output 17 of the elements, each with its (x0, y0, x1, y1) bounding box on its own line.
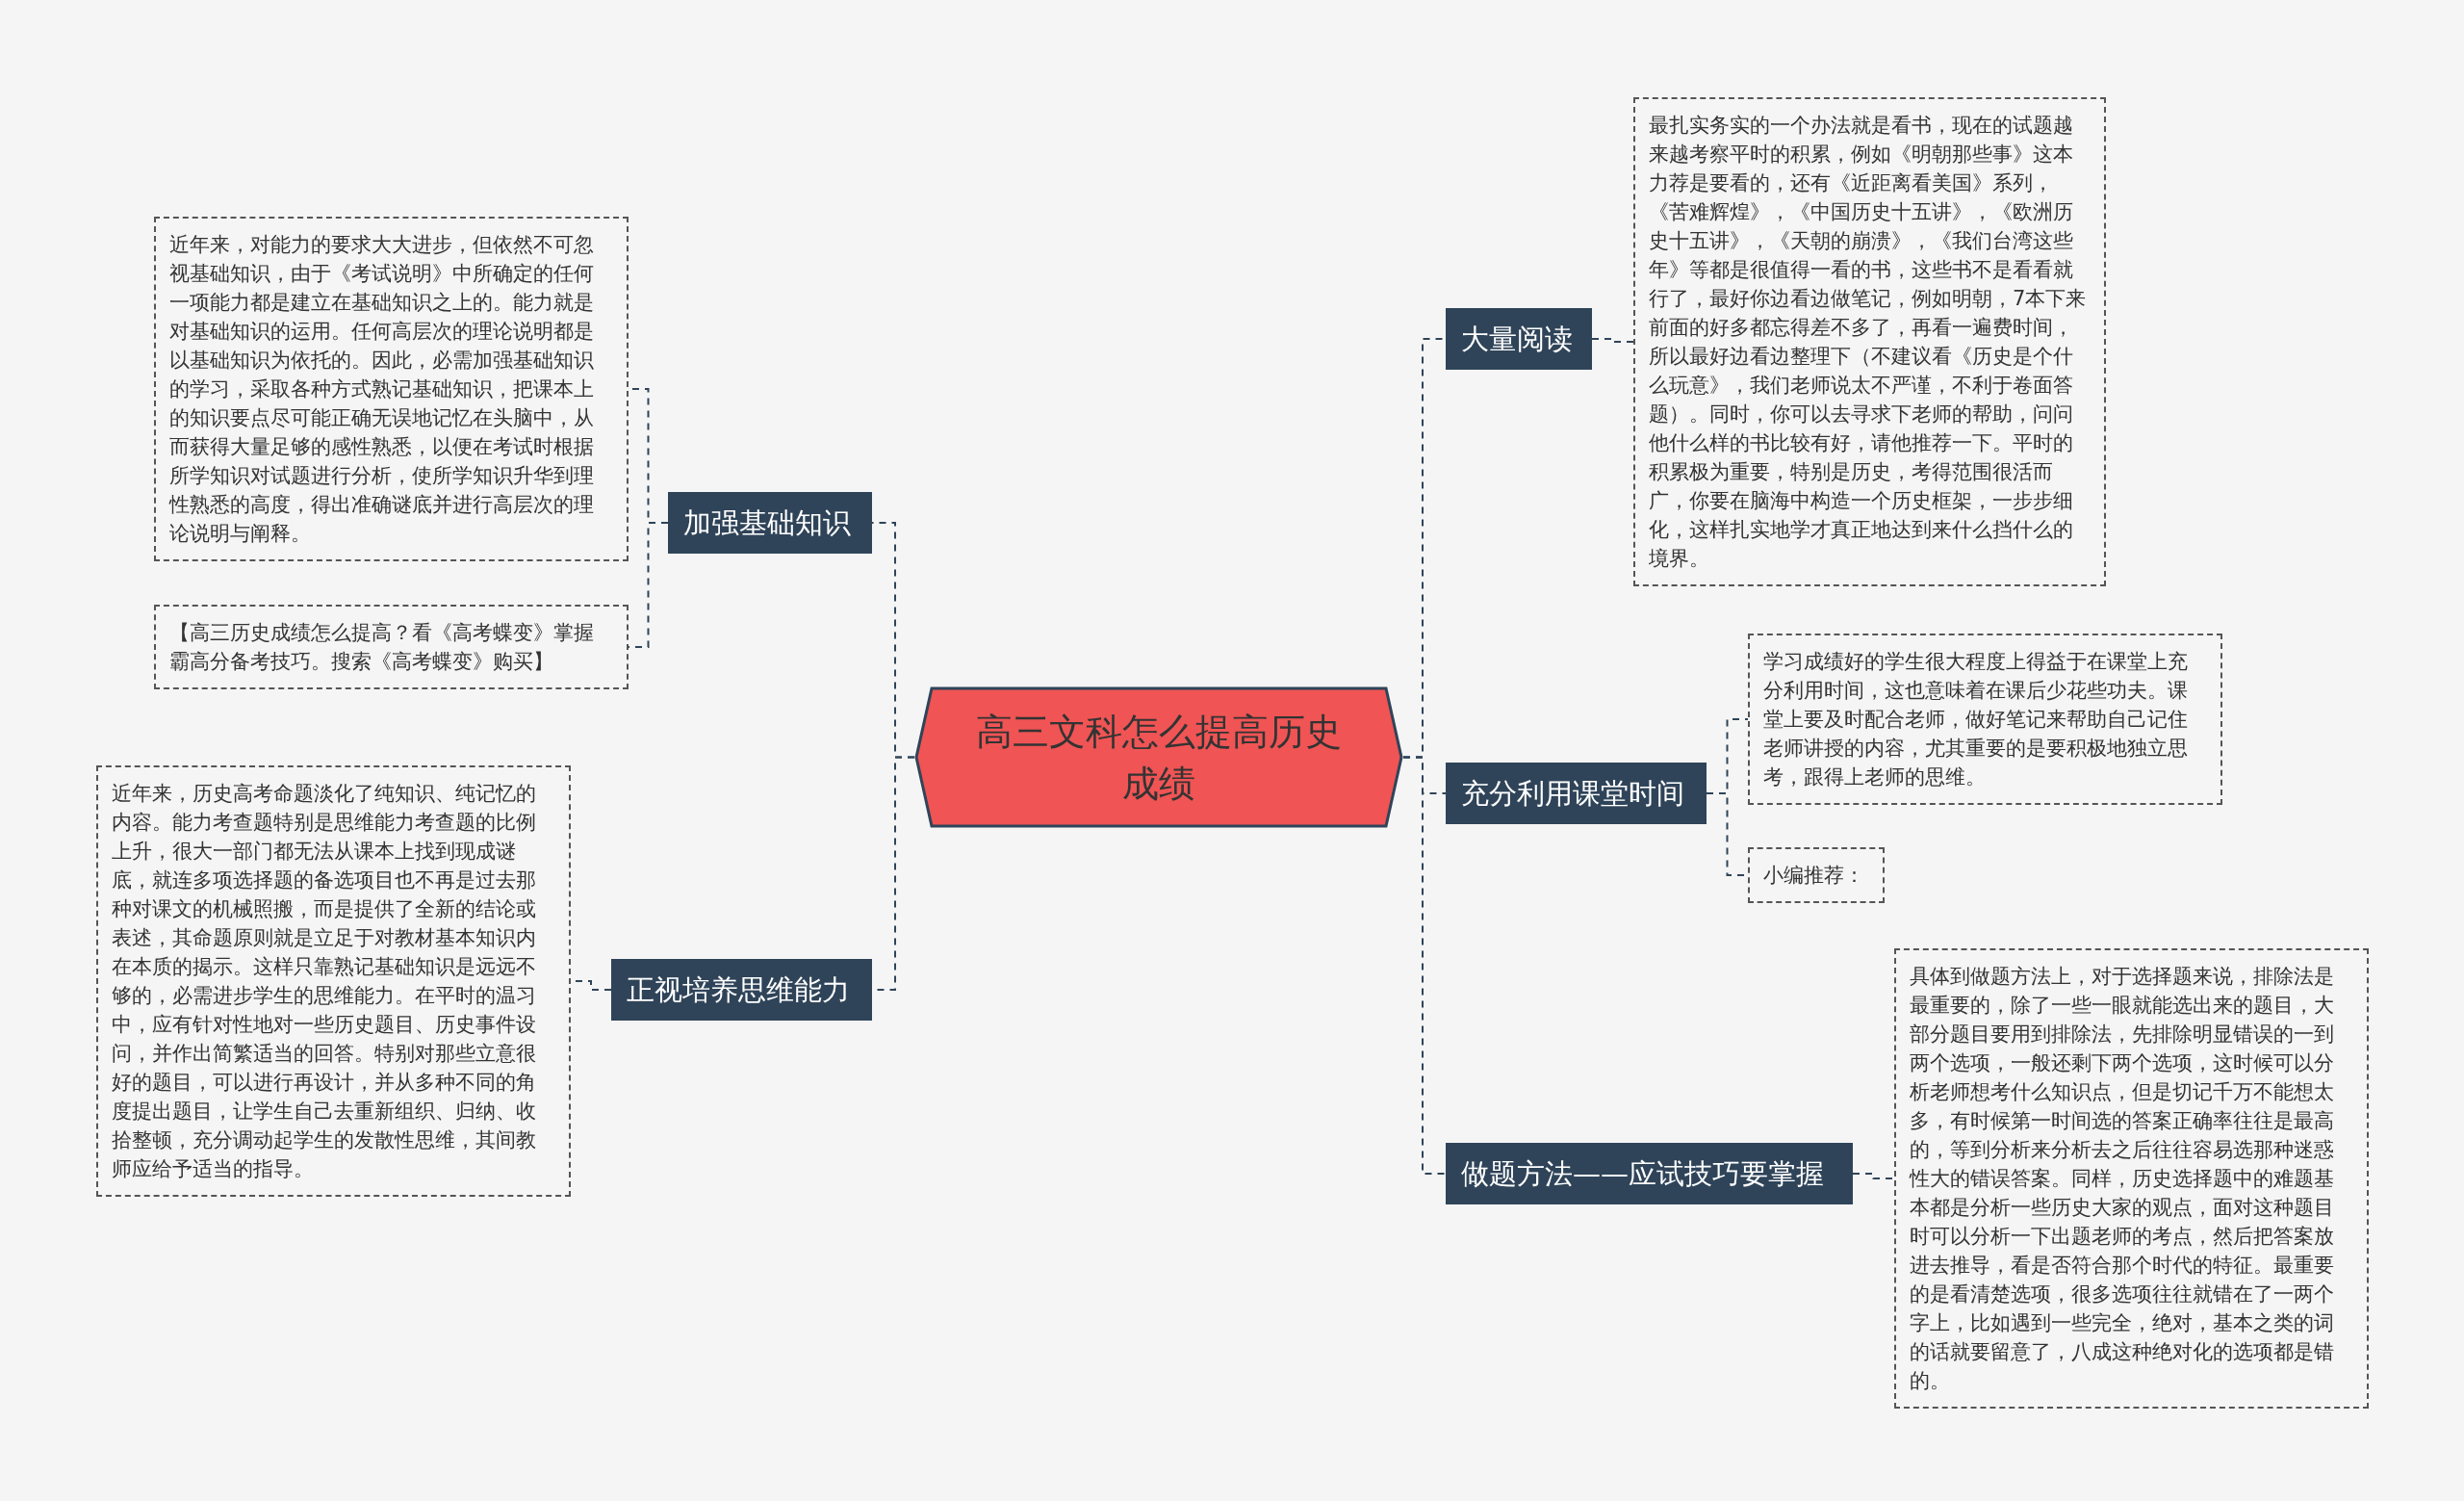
connector-line (1852, 1173, 1895, 1179)
connector-line (628, 522, 669, 648)
note-box: 近年来，历史高考命题淡化了纯知识、纯记忆的内容。能力考查题特别是思维能力考查题的比例上升，很大一部门都无法从课本上找到现成谜底，就连多项选择题的备选项目也不再是过去那种对课文的机械照搬，而是提供了全新的结论或表述，其命题原则就是立足于对教材基本知识内在本质的揭示。这样只靠熟记基础知识是远远不够的，必需进步学生的思维能力。在平时的温习中，应有针对性地对一些历史题目、历史事件设问，并作出简繁适当的回答。特别对那些立意很好的题目，可以进行再设计，并从多种不同的角度提出题目，让学生自己去重新组织、归纳、收拾整顿，充分调动起学生的发散性思维，其间教师应给予适当的指导。 (96, 765, 571, 1197)
branch-box: 正视培养思维能力 (611, 959, 872, 1021)
note-box: 具体到做题方法上，对于选择题来说，排除法是最重要的，除了一些一眼就能选出来的题目，大部分题目要用到排除法，先排除明显错误的一到两个选项，一般还剩下两个选项，这时候可以分析老师想考什么知识点，但是切记千万不能想太多，有时候第一时间选的答案正确率往往是最高的，等到分析来分析去之后往往容易选那种迷惑性大的错误答案。同样，历史选择题中的难题基本都是分析一些历史大家的观点，面对这种题目时可以分析一下出题老师的考点，然后把答案放进去推导，看是否符合那个时代的特征。最重要的是看清楚选项，很多选项往往就错在了一两个字上，比如遇到一些完全，绝对，基本之类的词的话就要留意了，八成这种绝对化的选项都是错的。 (1894, 948, 2369, 1409)
connector-line (1402, 756, 1447, 1175)
topic-hexagon: 高三文科怎么提高历史成绩 (914, 686, 1403, 828)
branch-box: 大量阅读 (1446, 308, 1592, 370)
note-box: 【高三历史成绩怎么提高？看《高考蝶变》掌握霸高分备考技巧。搜索《高考蝶变》购买】 (154, 605, 629, 689)
connector-line (1591, 338, 1634, 343)
note-box: 学习成绩好的学生很大程度上得益于在课堂上充分利用时间，这也意味着在课后少花些功夫。课堂上要及时配合老师，做好笔记来帮助自己记住老师讲授的内容，尤其重要的是要积极地独立思考，跟得上老师的思维。 (1748, 634, 2222, 805)
branch-box: 加强基础知识 (668, 492, 872, 554)
branch-box: 做题方法——应试技巧要掌握 (1446, 1143, 1853, 1204)
note-box: 最扎实务实的一个办法就是看书，现在的试题越来越考察平时的积累，例如《明朝那些事》这本力荐是要看的，还有《近距离看美国》系列，《苦难辉煌》，《中国历史十五讲》，《欧洲历史十五讲》，《天朝的崩溃》，《我们台湾这些年》等都是很值得一看的书，这些书不是看看就行了，最好你边看边做笔记，例如明朝，7本下来前面的好多都忘得差不多了，再看一遍费时间，所以最好边看边整理下（不建议看《历史是个什么玩意》，我们老师说太不严谨，不利于卷面答题）。同时，你可以去寻求下老师的帮助，问问他什么样的书比较有好，请他推荐一下。平时的积累极为重要，特别是历史，考得范围很活而广，你要在脑海中构造一个历史框架，一步步细化，这样扎实地学才真正地达到来什么挡什么的境界。 (1633, 97, 2106, 586)
branch-box: 充分利用课堂时间 (1446, 763, 1707, 824)
note-box: 小编推荐： (1748, 847, 1885, 903)
note-box: 近年来，对能力的要求大大进步，但依然不可忽视基础知识，由于《考试说明》中所确定的任何一项能力都是建立在基础知识之上的。能力就是对基础知识的运用。任何高层次的理论说明都是以基础知识为依托的。因此，必需加强基础知识的学习，采取各种方式熟记基础知识，把课本上的知识要点尽可能正确无误地记忆在头脑中，从而获得大量足够的感性熟悉，以便在考试时根据所学知识对试题进行分析，使所学知识升华到理性熟悉的高度，得出准确谜底并进行高层次的理论说明与阐释。 (154, 217, 629, 561)
